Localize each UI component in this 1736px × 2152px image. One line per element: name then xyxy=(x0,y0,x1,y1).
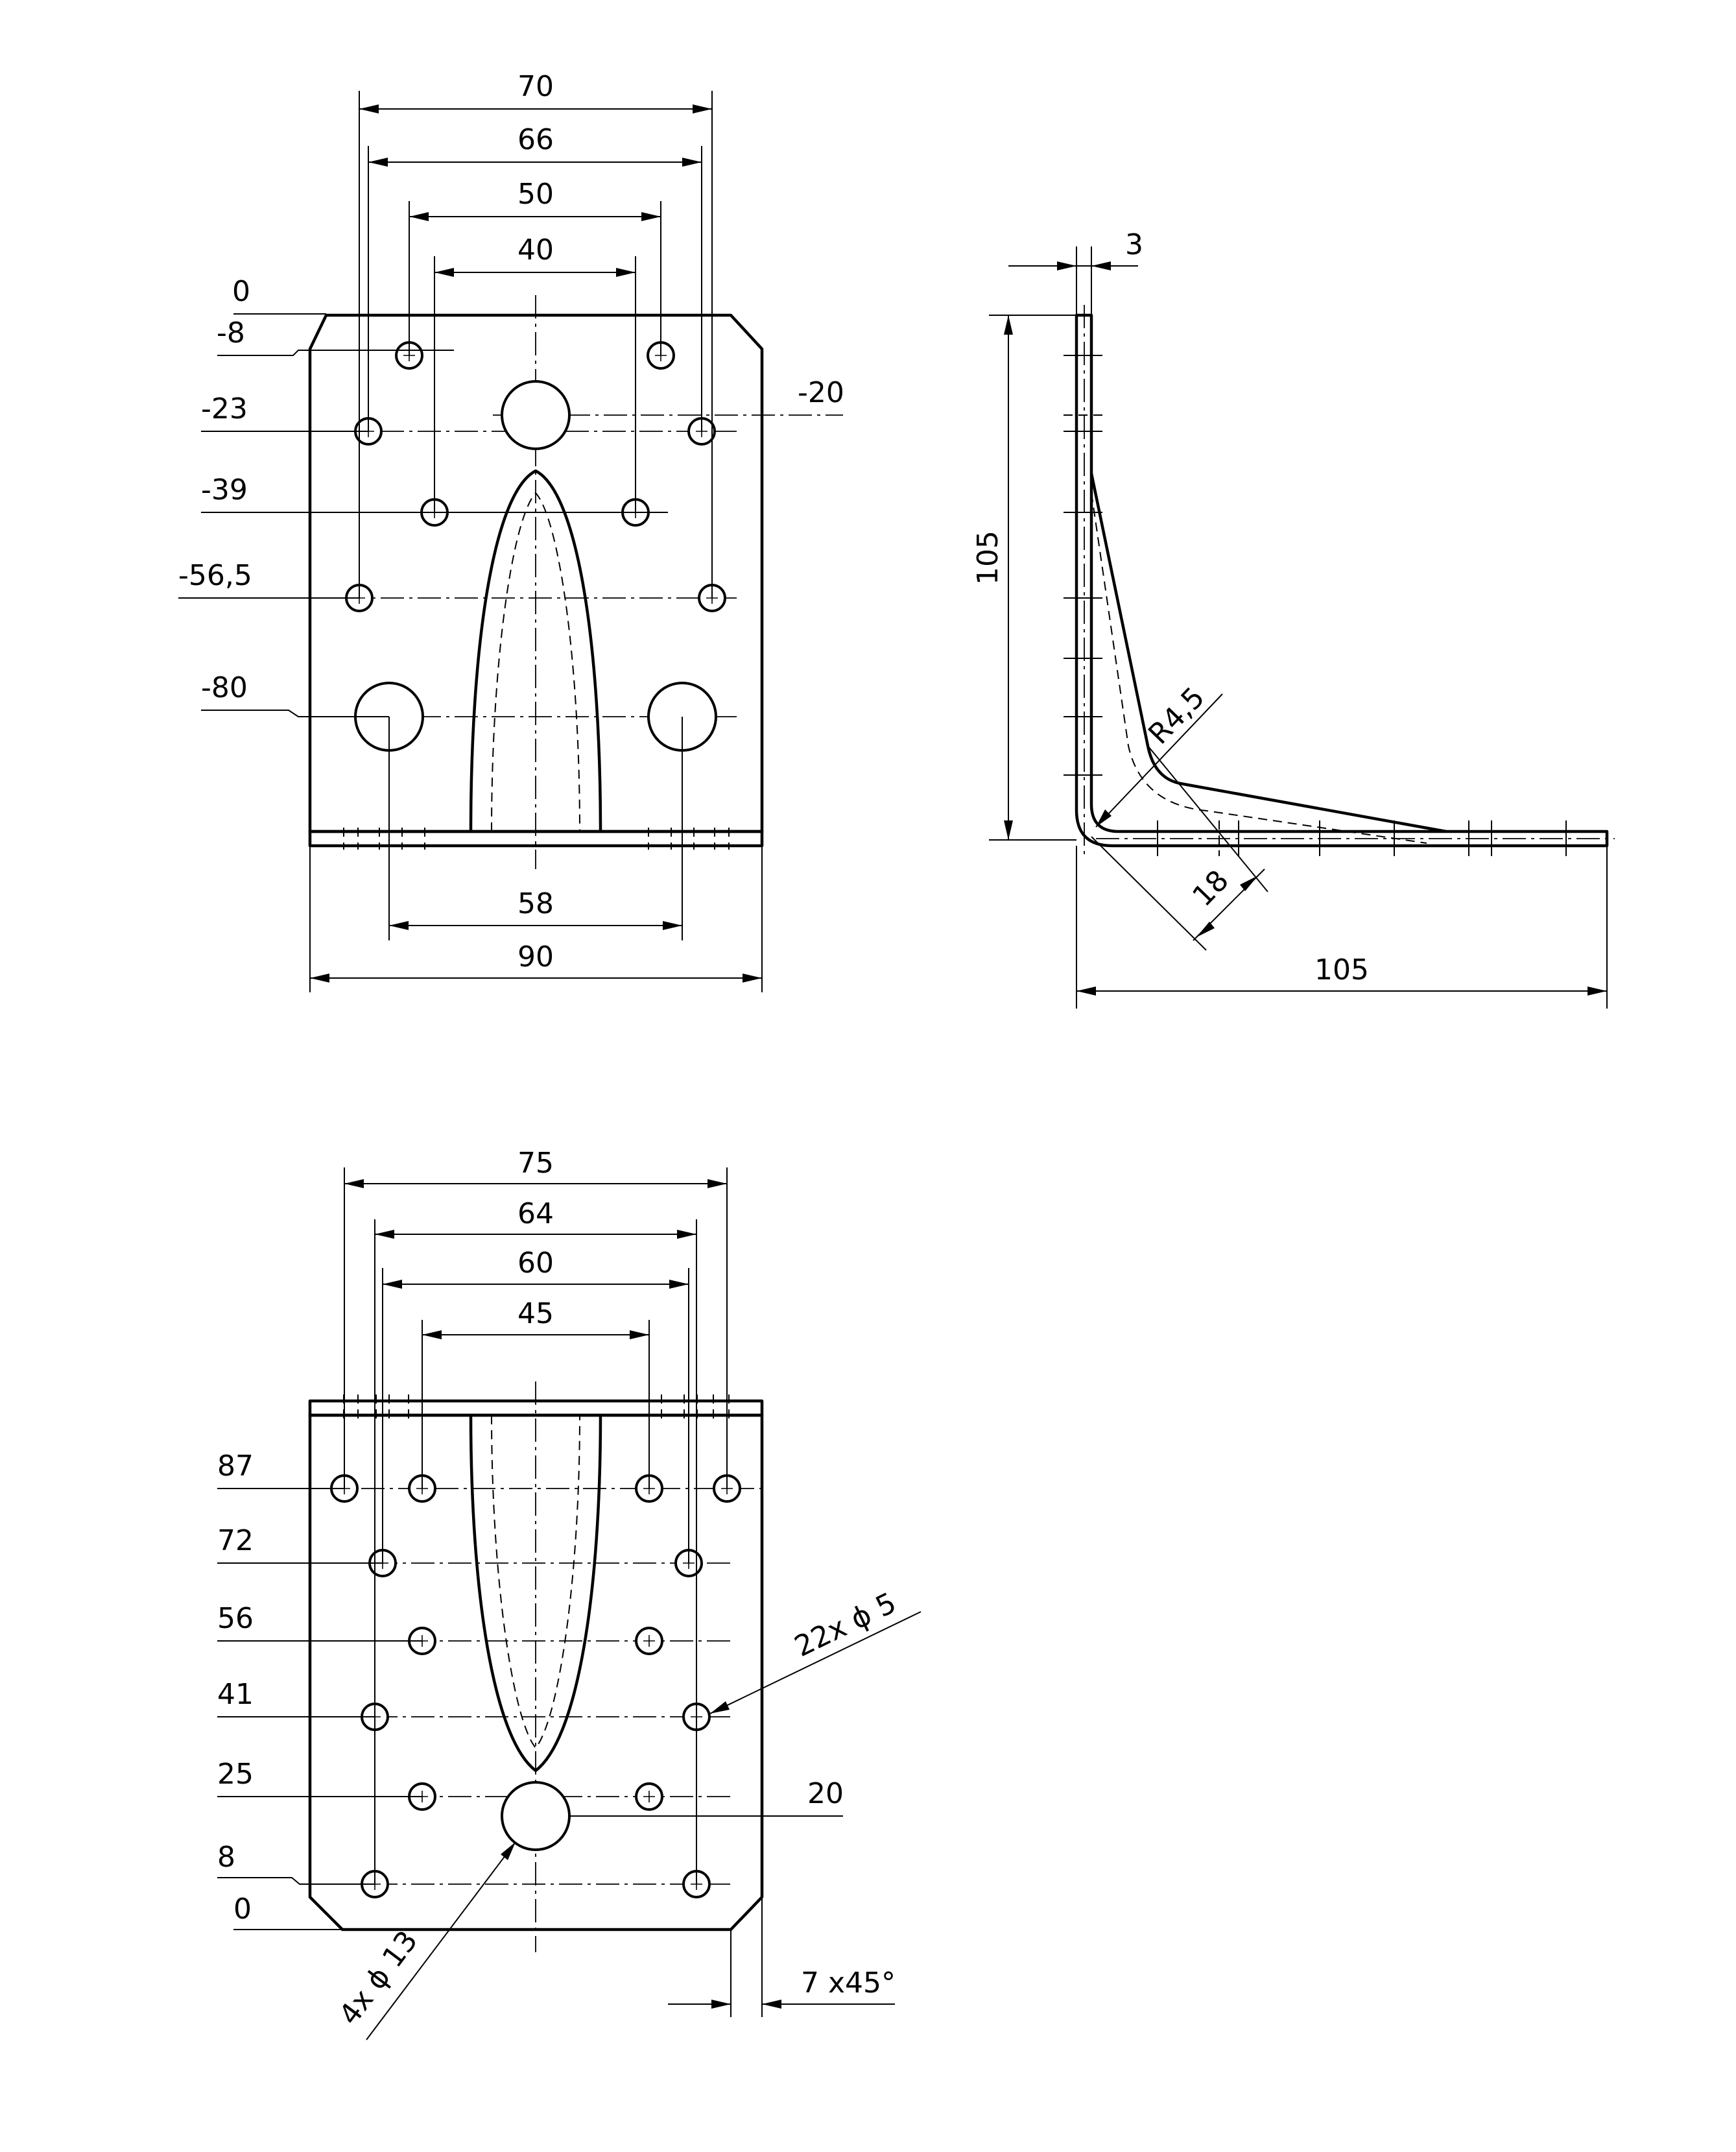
bottom-row-0: 0 xyxy=(233,1893,252,1926)
front-view: 70 66 50 40 58 90 0 -8 -23 -39 -56,5 -80… xyxy=(178,70,844,992)
front-row-23: -23 xyxy=(201,392,248,425)
side-height-label: 105 xyxy=(971,531,1005,585)
front-row-39: -39 xyxy=(201,473,248,507)
large-holes-callout: 4x ϕ 13 xyxy=(333,1925,424,2031)
front-row-56-5: -56,5 xyxy=(178,559,252,592)
bottom-dim-60: 60 xyxy=(517,1247,554,1280)
side-view: 3 105 105 R4,5 xyxy=(971,228,1615,1009)
front-flange-hidden-holes xyxy=(343,828,730,850)
bottom-large-hole-label: 20 xyxy=(807,1777,844,1810)
front-row-80: -80 xyxy=(201,671,248,704)
front-rib xyxy=(469,469,602,832)
side-length-dim xyxy=(1076,846,1608,1009)
front-dim-50: 50 xyxy=(517,178,554,211)
front-dim-70: 70 xyxy=(517,70,554,103)
bottom-row-leaders xyxy=(217,1488,843,1930)
side-thickness-label: 3 xyxy=(1125,228,1143,261)
side-length-label: 105 xyxy=(1314,953,1369,986)
side-rib-hidden xyxy=(1091,492,1427,844)
side-rib-dim xyxy=(1091,745,1268,951)
front-large-hole-label: -20 xyxy=(798,376,844,409)
bottom-row-41: 41 xyxy=(217,1678,254,1711)
bottom-dimension-lines xyxy=(344,1179,727,1339)
bottom-dim-64: 64 xyxy=(517,1197,554,1230)
side-vertical-hole-marks xyxy=(1064,355,1102,776)
front-row-0: 0 xyxy=(232,275,250,308)
bottom-row-72: 72 xyxy=(217,1524,254,1557)
front-dim-66: 66 xyxy=(517,123,554,156)
bottom-flange-hidden-holes xyxy=(343,1394,730,1422)
bottom-dim-75: 75 xyxy=(517,1147,554,1180)
front-row-leaders xyxy=(178,313,668,717)
small-holes-callout: 22x ϕ 5 xyxy=(789,1586,901,1664)
front-centre-lines xyxy=(344,295,843,869)
chamfer-callout: 7 x45° xyxy=(801,1967,896,2000)
bottom-extension-lines xyxy=(344,1167,728,1884)
side-thickness-dim xyxy=(1008,246,1138,315)
front-dim-40: 40 xyxy=(517,233,554,267)
front-row-8: -8 xyxy=(217,317,245,350)
front-dimension-lines xyxy=(310,104,762,983)
front-extension-lines xyxy=(309,91,763,992)
front-dim-90: 90 xyxy=(517,940,554,974)
bottom-view: 75 64 60 45 87 72 56 41 25 8 0 20 22x ϕ … xyxy=(217,1147,922,2040)
front-dim-58: 58 xyxy=(517,887,554,920)
side-rib xyxy=(1089,473,1447,833)
bottom-large-hole xyxy=(501,1781,571,1851)
bottom-row-25: 25 xyxy=(217,1758,254,1791)
bottom-plate-outline xyxy=(308,1413,764,1931)
bottom-callout-leaders xyxy=(366,1611,922,2040)
bottom-row-87: 87 xyxy=(217,1450,254,1483)
bottom-rib-hidden xyxy=(491,1415,580,1749)
bottom-dim-45: 45 xyxy=(517,1297,554,1330)
bottom-row-56: 56 xyxy=(217,1602,254,1635)
bottom-row-8: 8 xyxy=(217,1841,235,1874)
bottom-chamfer-dim xyxy=(668,1897,895,2017)
side-height-dim xyxy=(989,315,1076,841)
